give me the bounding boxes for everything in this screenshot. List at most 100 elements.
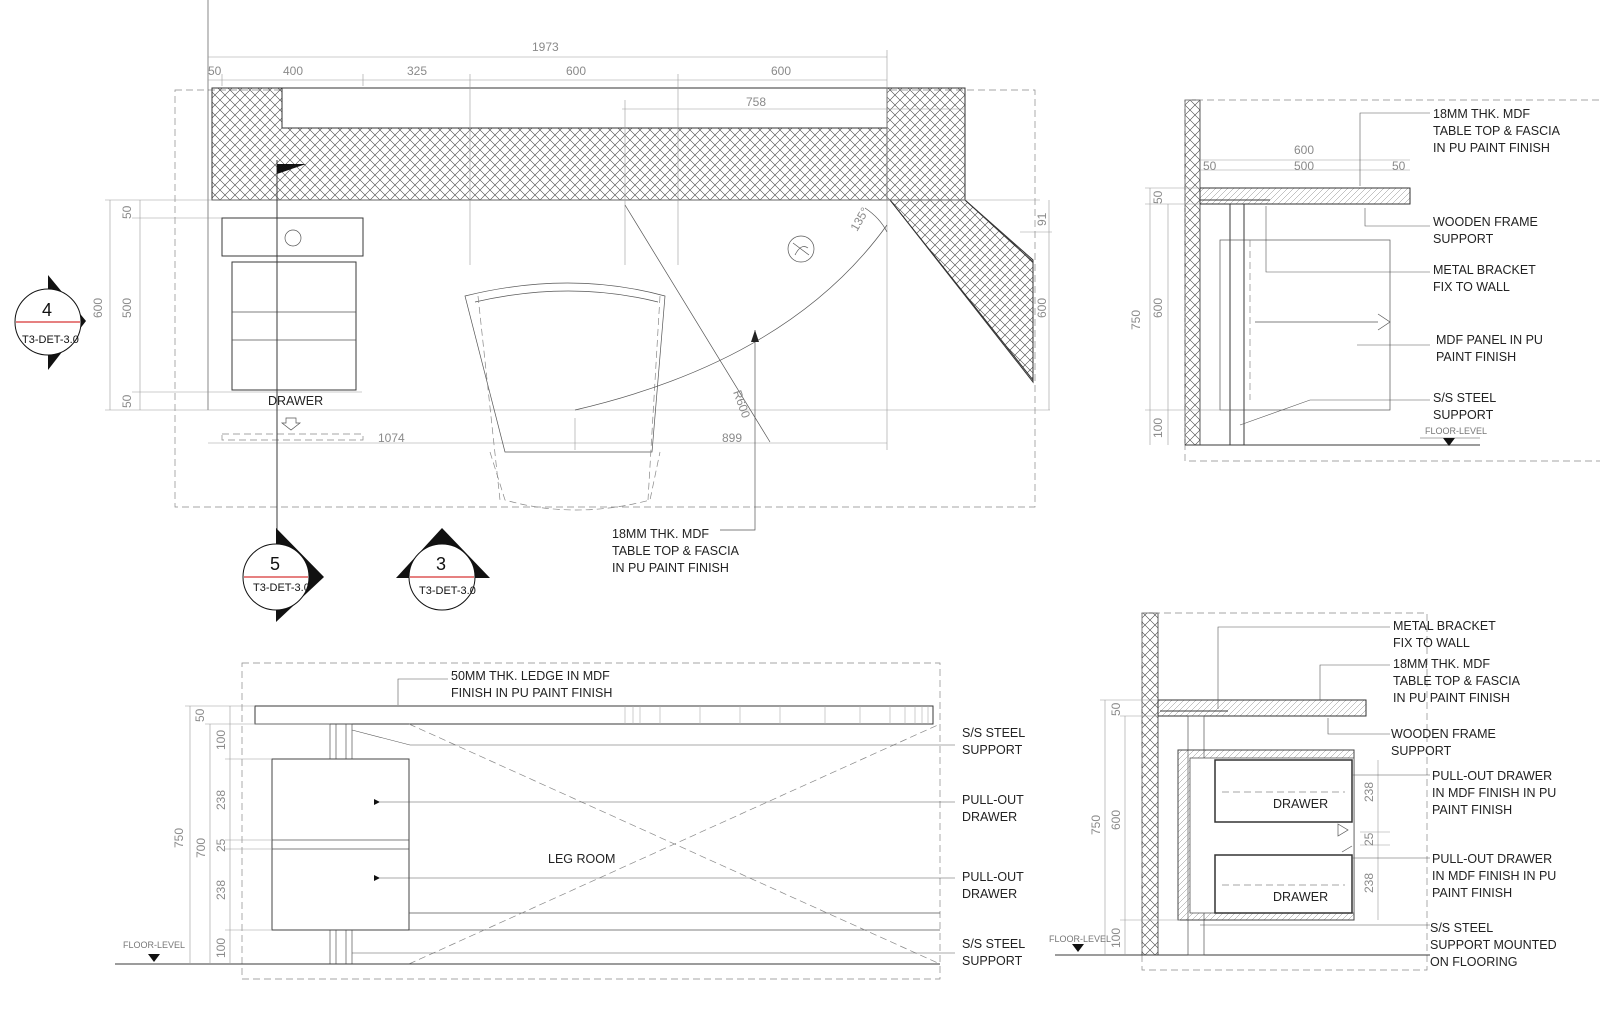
elev-leg-room: LEG ROOM	[548, 852, 615, 866]
st-note-3a: METAL BRACKET	[1433, 263, 1536, 277]
st-vdim-100: 100	[1151, 418, 1165, 438]
sb-floor-level: FLOOR-LEVEL	[1049, 934, 1111, 944]
elev-overall-750: 750	[172, 828, 186, 848]
st-note-5b: SUPPORT	[1433, 408, 1494, 422]
plan-top-dim-3: 325	[407, 64, 427, 78]
section-tag-3-ref: T3-DET-3.0	[419, 585, 476, 597]
elev-vdim-238a: 238	[214, 790, 228, 810]
plan-callout-line-1: 18MM THK. MDF	[612, 527, 709, 541]
sb-tabletop	[1157, 699, 1367, 717]
elev-note-3a: PULL-OUT	[962, 870, 1024, 884]
elev-ledge-note-1: 50MM THK. LEDGE IN MDF	[451, 669, 610, 683]
section-tag-5-ref: T3-DET-3.0	[253, 582, 310, 594]
plan-right-dim-1: 91	[1035, 212, 1049, 226]
plan-chair	[464, 282, 666, 453]
section-top-wall	[1184, 99, 1201, 446]
section-tag-3-num: 3	[436, 554, 446, 574]
section-top-right	[1145, 99, 1600, 462]
sb-note-6a: S/S STEEL	[1430, 921, 1493, 935]
elev-ledge-note-2: FINISH IN PU PAINT FINISH	[451, 686, 612, 700]
sb-vdim-750: 750	[1089, 815, 1103, 835]
st-note-2b: SUPPORT	[1433, 232, 1494, 246]
sb-note-6c: ON FLOORING	[1430, 955, 1518, 969]
sb-ddim-238b: 238	[1362, 873, 1376, 893]
section-bottom-right	[1055, 612, 1430, 971]
sb-note-4b: IN MDF FINISH IN PU	[1432, 786, 1556, 800]
sb-note-3b: SUPPORT	[1391, 744, 1452, 758]
elev-vdim-100a: 100	[214, 730, 228, 750]
st-dim-50a: 50	[1203, 159, 1217, 173]
plan-drawer-label: DRAWER	[268, 394, 323, 408]
section-tag-4[interactable]	[14, 275, 86, 370]
section-tag-5-num: 5	[270, 554, 280, 574]
sb-vdim-600: 600	[1109, 810, 1123, 830]
plan-inner-dim: 758	[746, 95, 766, 109]
plan-arc	[574, 224, 888, 411]
plan-bottom-dim-1: 1074	[378, 431, 405, 445]
st-dim-500: 500	[1294, 159, 1314, 173]
sb-note-1a: METAL BRACKET	[1393, 619, 1496, 633]
sb-note-5a: PULL-OUT DRAWER	[1432, 852, 1552, 866]
plan-left-dim-1: 50	[120, 205, 134, 219]
st-note-1c: IN PU PAINT FINISH	[1433, 141, 1550, 155]
sb-note-6b: SUPPORT MOUNTED	[1430, 938, 1557, 952]
plan-right-dim-2: 600	[1035, 298, 1049, 318]
plan-callout-line-3: IN PU PAINT FINISH	[612, 561, 729, 575]
plan-top-dim-2: 400	[283, 64, 303, 78]
sb-ddim-25: 25	[1362, 832, 1376, 846]
sb-note-4a: PULL-OUT DRAWER	[1432, 769, 1552, 783]
elev-note-1a: S/S STEEL	[962, 726, 1025, 740]
section-top-tabletop	[1199, 187, 1411, 205]
st-note-1b: TABLE TOP & FASCIA	[1433, 124, 1561, 138]
sb-drawer-label-2: DRAWER	[1273, 890, 1328, 904]
sb-drawer-top	[1214, 759, 1353, 823]
elev-floor-level: FLOOR-LEVEL	[123, 940, 185, 950]
elev-note-2a: PULL-OUT	[962, 793, 1024, 807]
sb-note-2a: 18MM THK. MDF	[1393, 657, 1490, 671]
sb-note-2c: IN PU PAINT FINISH	[1393, 691, 1510, 705]
st-dim-600: 600	[1294, 143, 1314, 157]
elev-note-4b: SUPPORT	[962, 954, 1023, 968]
st-note-1a: 18MM THK. MDF	[1433, 107, 1530, 121]
elev-drawer-unit	[271, 758, 410, 931]
plan-top-dim-4: 600	[566, 64, 586, 78]
plan-depth-dim: 600	[91, 298, 105, 318]
st-note-4a: MDF PANEL IN PU	[1436, 333, 1543, 347]
sb-note-1b: FIX TO WALL	[1393, 636, 1470, 650]
st-note-5a: S/S STEEL	[1433, 391, 1496, 405]
front-elevation	[115, 662, 955, 980]
section-tag-3[interactable]	[396, 528, 490, 611]
st-note-4b: PAINT FINISH	[1436, 350, 1516, 364]
section-tag-4-num: 4	[42, 300, 52, 320]
elev-vdim-100b: 100	[214, 938, 228, 958]
st-note-3b: FIX TO WALL	[1433, 280, 1510, 294]
sb-note-3a: WOODEN FRAME	[1391, 727, 1496, 741]
section-tag-4-ref: T3-DET-3.0	[22, 334, 79, 346]
plan-view	[105, 0, 1052, 540]
sb-note-5b: IN MDF FINISH IN PU	[1432, 869, 1556, 883]
st-vdim-50: 50	[1151, 190, 1165, 204]
plan-angle: 135°	[847, 205, 872, 234]
elev-overall-700: 700	[194, 838, 208, 858]
section-tag-5[interactable]	[242, 528, 324, 622]
plan-top-dim-1: 50	[208, 64, 222, 78]
elev-vdim-25: 25	[214, 838, 228, 852]
st-note-2a: WOODEN FRAME	[1433, 215, 1538, 229]
st-floor-level: FLOOR-LEVEL	[1425, 426, 1487, 436]
sb-note-5c: PAINT FINISH	[1432, 886, 1512, 900]
plan-radius: R600	[730, 388, 753, 420]
sb-drawer-label-1: DRAWER	[1273, 797, 1328, 811]
st-dim-50b: 50	[1392, 159, 1406, 173]
sb-vdim-100: 100	[1109, 928, 1123, 948]
plan-left-dim-3: 50	[120, 394, 134, 408]
plan-top-dim-5: 600	[771, 64, 791, 78]
elev-ledge	[254, 705, 934, 725]
st-vdim-600: 600	[1151, 298, 1165, 318]
sb-vdim-50: 50	[1109, 702, 1123, 716]
elev-vdim-50: 50	[193, 708, 207, 722]
plan-left-dim-2: 500	[120, 298, 134, 318]
elev-note-3b: DRAWER	[962, 887, 1017, 901]
sb-drawer-bottom	[1214, 854, 1353, 914]
sb-note-2b: TABLE TOP & FASCIA	[1393, 674, 1521, 688]
